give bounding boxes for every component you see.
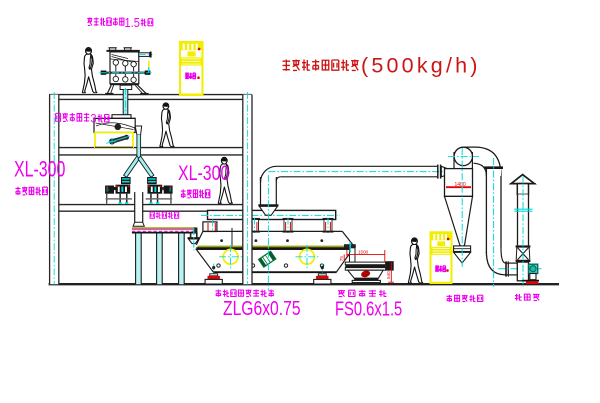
svg-text:1.5: 1.5: [125, 15, 141, 30]
svg-text:3: 3: [91, 113, 97, 126]
svg-text:1400: 1400: [455, 182, 466, 188]
svg-text:75: 75: [339, 256, 344, 262]
svg-text:XL-300: XL-300: [14, 158, 65, 182]
svg-text:(500kg/h): (500kg/h): [361, 53, 481, 77]
svg-text:1500: 1500: [358, 249, 369, 254]
svg-text:ZLG6x0.75: ZLG6x0.75: [223, 296, 301, 320]
svg-text:FS0.6x1.5: FS0.6x1.5: [335, 297, 402, 320]
svg-text:540: 540: [386, 271, 391, 279]
svg-text:XL-300: XL-300: [178, 162, 229, 186]
